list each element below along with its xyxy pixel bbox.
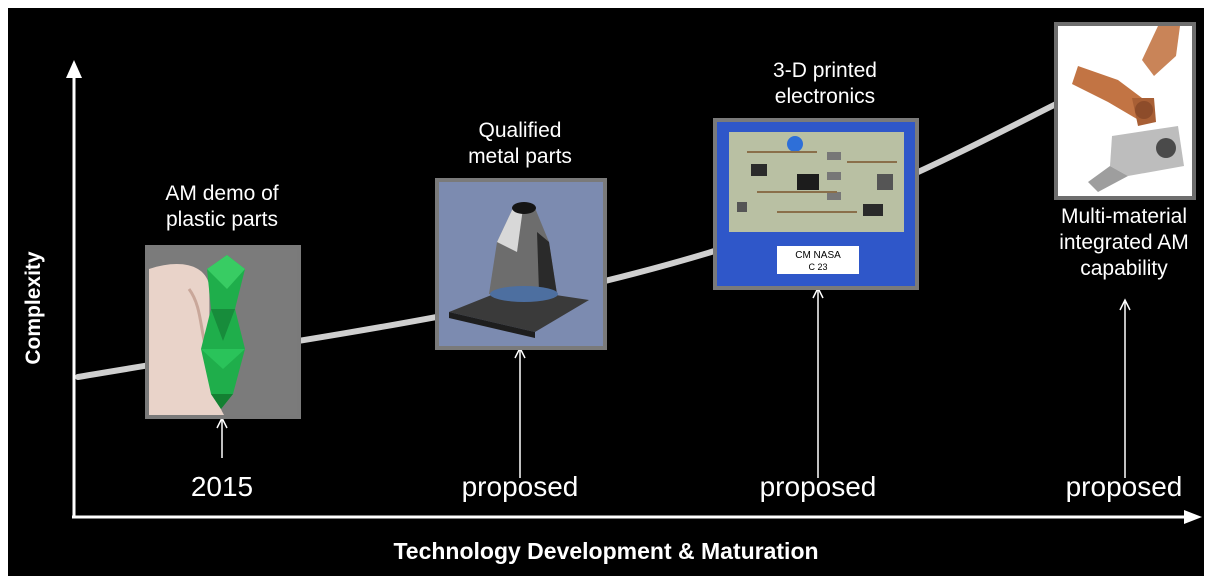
milestone-status-metal: proposed <box>461 471 579 502</box>
multimaterial-photo <box>1054 22 1196 200</box>
y-axis-label: Complexity <box>22 251 45 365</box>
circuit-board-illustration: CM NASA C 23 <box>717 122 915 286</box>
y-axis-arrowhead <box>66 60 82 78</box>
electronics-photo: CM NASA C 23 <box>713 118 919 290</box>
metal-parts-photo <box>435 178 607 350</box>
x-axis-label: Technology Development & Maturation <box>393 538 819 564</box>
milestone-title-multimaterial: Multi-material integrated AM capability <box>1059 205 1189 280</box>
milestone-status-plastic: 2015 <box>190 471 254 502</box>
board-marking-line2: C 23 <box>808 262 827 272</box>
complexity-diagram: Complexity Technology Development & Matu… <box>8 8 1204 576</box>
x-axis-arrowhead <box>1184 510 1202 524</box>
metal-part-illustration <box>439 182 603 346</box>
milestone-status-electronics: proposed <box>759 471 877 502</box>
board-marking-line1: CM NASA <box>795 250 841 261</box>
plastic-parts-photo <box>145 245 301 419</box>
plastic-part-illustration <box>149 249 297 415</box>
milestone-title-metal: Qualified metal parts <box>468 119 572 168</box>
milestone-title-electronics: 3-D printed electronics <box>773 59 877 108</box>
milestone-title-plastic: AM demo of plastic parts <box>165 182 279 231</box>
milestone-status-multimaterial: proposed <box>1065 471 1183 502</box>
multimaterial-illustration <box>1058 26 1192 196</box>
